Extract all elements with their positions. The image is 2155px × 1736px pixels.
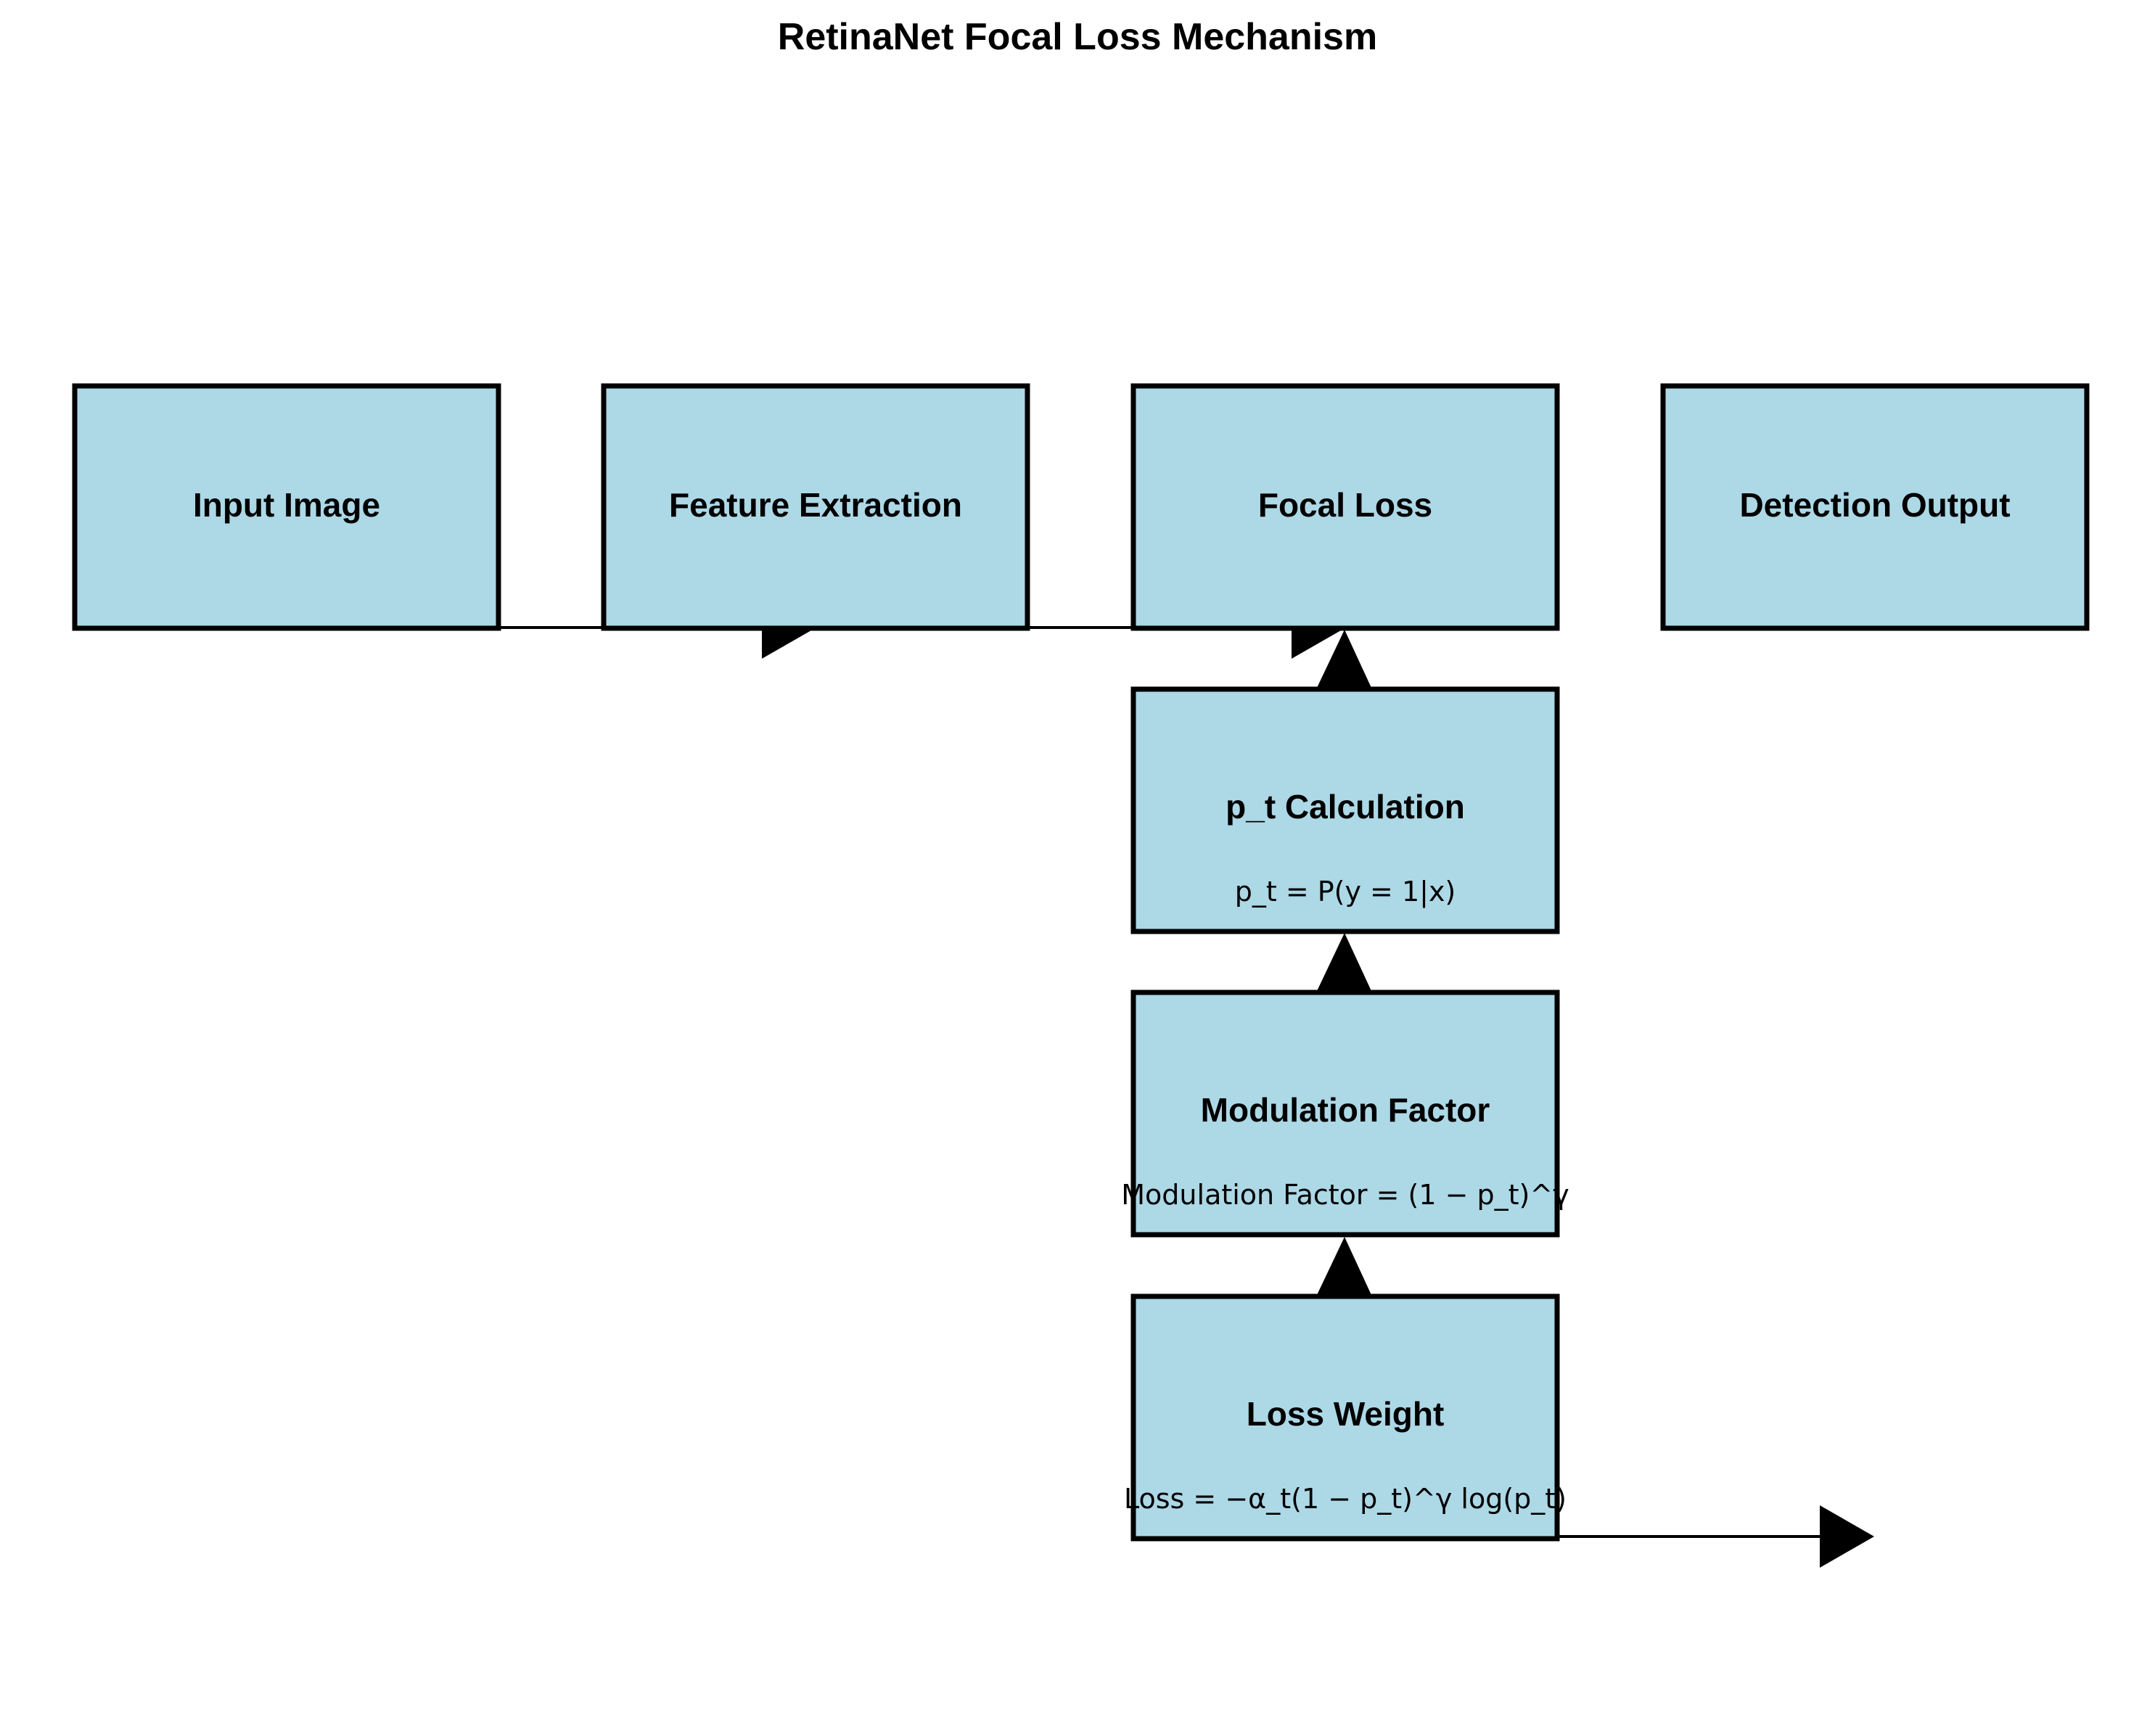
box-label: Modulation Factor	[1201, 1091, 1490, 1129]
box-modulation-factor: Modulation Factor Modulation Factor = (1…	[1121, 990, 1569, 1238]
box-label: Loss Weight	[1247, 1395, 1445, 1433]
diagram-title: RetinaNet Focal Loss Mechanism	[778, 16, 1377, 58]
box-focal-loss: Focal Loss	[1130, 383, 1560, 631]
box-loss-weight: Loss Weight Loss = −α_t(1 − p_t)^γ log(p…	[1124, 1293, 1567, 1542]
box-formula: Modulation Factor = (1 − p_t)^γ	[1121, 1179, 1569, 1211]
box-label: Focal Loss	[1258, 486, 1432, 524]
box-pt-calculation: p_t Calculation p_t = P(y = 1|x)	[1130, 686, 1560, 934]
arrowhead-modulation-to-pt	[1317, 933, 1371, 991]
box-formula: p_t = P(y = 1|x)	[1235, 876, 1456, 908]
box-label: Input Image	[193, 486, 380, 524]
box-feature-extraction: Feature Extraction	[601, 383, 1030, 631]
box-label: Feature Extraction	[669, 486, 962, 524]
arrowhead-lossweight-to-output	[1820, 1505, 1874, 1568]
arrowhead-pt-to-focal	[1317, 630, 1371, 688]
box-input-image: Input Image	[72, 383, 501, 631]
box-detection-output: Detection Output	[1660, 383, 2090, 631]
arrowhead-lossweight-to-modulation	[1317, 1237, 1371, 1295]
box-formula: Loss = −α_t(1 − p_t)^γ log(p_t)	[1124, 1483, 1567, 1515]
box-label: Detection Output	[1739, 486, 2010, 524]
box-label: p_t Calculation	[1226, 788, 1465, 826]
